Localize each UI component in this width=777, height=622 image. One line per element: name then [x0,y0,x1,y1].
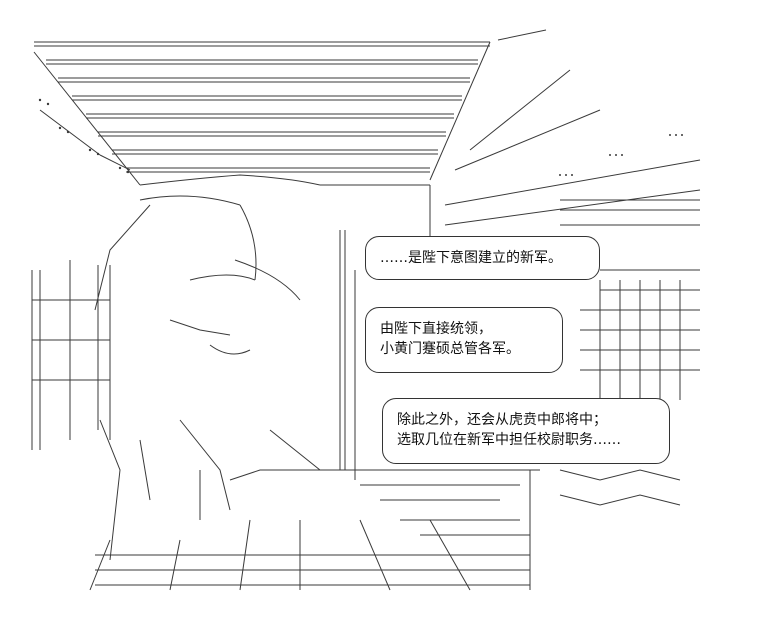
speech-bubble-2: 由陛下直接统领， 小黄门蹇硕总管各军。 [365,307,563,373]
speech-bubble-3: 除此之外，还会从虎贲中郎将中； 选取几位在新军中担任校尉职务…… [382,398,670,464]
speech-bubble-2-line-1: 由陛下直接统领， [380,321,492,337]
speech-bubble-1-line-1: ……是陛下意图建立的新军。 [380,250,562,266]
speech-bubble-2-line-2: 小黄门蹇硕总管各军。 [380,341,520,357]
speech-bubble-1: ……是陛下意图建立的新军。 [365,236,600,280]
speech-bubble-3-line-2: 选取几位在新军中担任校尉职务…… [397,432,621,448]
speech-bubble-3-line-1: 除此之外，还会从虎贲中郎将中； [397,412,607,428]
